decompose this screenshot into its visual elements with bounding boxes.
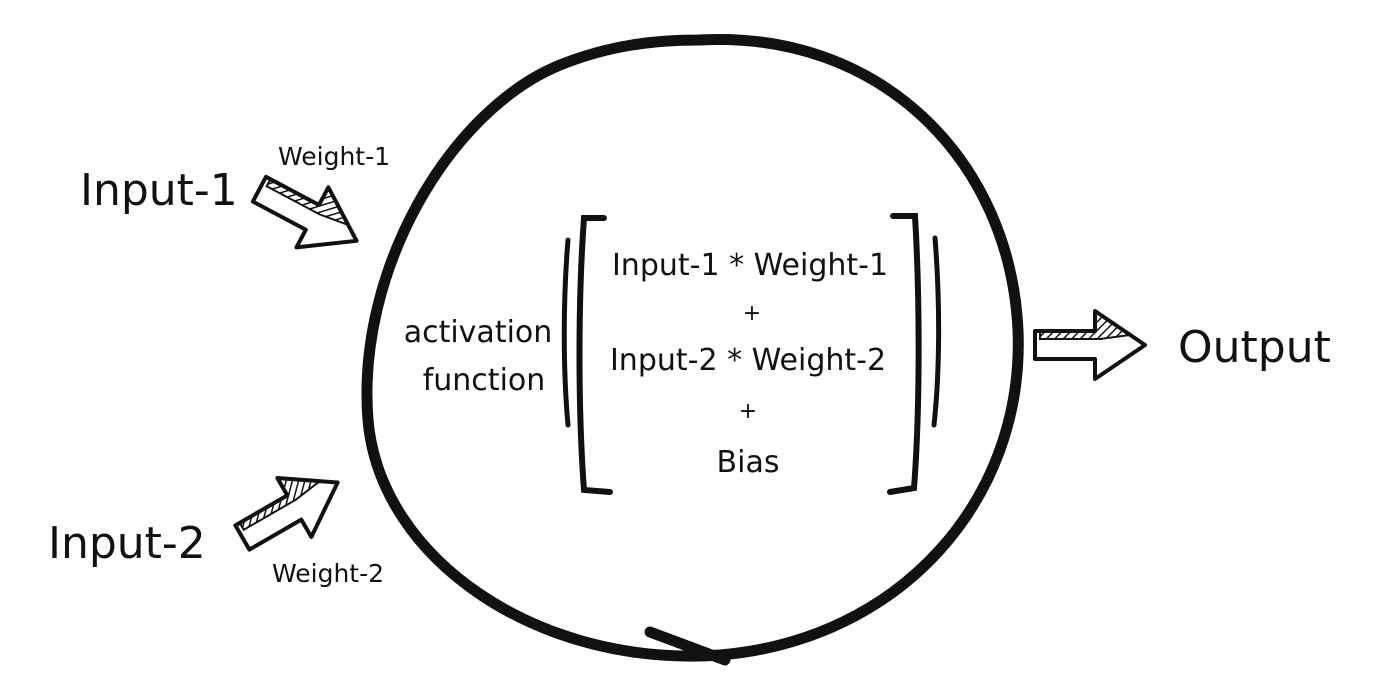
output-label: Output — [1178, 322, 1331, 373]
formula-plus-1: + — [743, 301, 761, 326]
activation-label-line2: function — [423, 363, 546, 398]
arrow-right-icon — [250, 174, 359, 250]
weight-1-label: Weight-1 — [278, 142, 390, 171]
formula-term-1: Input-1 * Weight-1 — [612, 248, 888, 283]
neuron-circle — [361, 33, 1024, 666]
activation-label-line1: activation — [404, 315, 553, 350]
formula-bias: Bias — [717, 445, 780, 480]
formula-term-2: Input-2 * Weight-2 — [610, 343, 886, 378]
weight-2-label: Weight-2 — [272, 559, 384, 588]
input-1-label: Input-1 — [80, 165, 238, 216]
arrow-right-icon — [1033, 309, 1147, 381]
input-2-label: Input-2 — [48, 518, 206, 569]
left-bracket — [561, 215, 613, 495]
formula-plus-2: + — [739, 399, 757, 424]
right-bracket — [887, 213, 942, 495]
arrow-right-icon — [233, 476, 340, 552]
